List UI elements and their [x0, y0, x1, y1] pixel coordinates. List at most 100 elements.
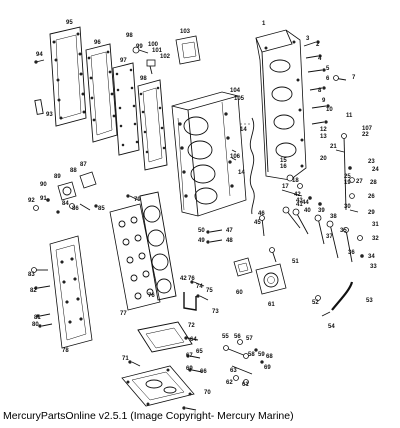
linkage-parts[interactable]	[281, 133, 359, 213]
bolts-2-13[interactable]	[303, 40, 347, 125]
callout-18: 18	[292, 178, 299, 184]
cylinder-head-gasket-95[interactable]	[49, 26, 87, 127]
callout-93: 93	[46, 112, 53, 118]
callout-105: 105	[234, 96, 245, 102]
callout-104: 104	[230, 88, 241, 94]
callout-79: 79	[134, 197, 141, 203]
gasket-plate-64[interactable]	[137, 321, 193, 353]
callout-40: 40	[304, 208, 311, 214]
callout-15: 15	[280, 158, 287, 164]
callout-39: 39	[318, 208, 325, 214]
cover-plate-96[interactable]	[85, 43, 118, 143]
callout-78: 78	[62, 348, 69, 354]
connecting-rods[interactable]	[282, 206, 364, 263]
callout-76b: 76	[188, 276, 195, 282]
sensor-82-83[interactable]	[31, 267, 51, 290]
callout-16: 16	[280, 164, 287, 170]
bolts-47-49[interactable]	[206, 229, 223, 244]
callout-56: 56	[234, 334, 241, 340]
callout-8: 8	[318, 88, 322, 94]
callout-80: 80	[32, 322, 39, 328]
cylinder-head-77[interactable]	[109, 203, 161, 311]
bracket-72[interactable]	[183, 292, 197, 311]
copyright-caption: MercuryPartsOnline v2.5.1 (Image Copyrig…	[3, 410, 294, 422]
crankcase-cover[interactable]	[255, 29, 307, 181]
callout-17: 17	[282, 184, 289, 190]
callout-101: 101	[152, 48, 163, 54]
callout-71: 71	[122, 356, 129, 362]
dowel-pins-106[interactable]	[231, 149, 237, 161]
housing-61[interactable]	[255, 263, 287, 295]
callout-25: 25	[344, 174, 351, 180]
cylinder-block[interactable]	[171, 91, 247, 217]
screws-80-81[interactable]	[36, 313, 53, 328]
callout-85: 85	[98, 206, 105, 212]
callout-6: 6	[326, 76, 330, 82]
plate-98[interactable]	[137, 79, 168, 171]
callout-57: 57	[246, 336, 253, 342]
callout-91: 91	[40, 196, 47, 202]
callout-44: 44	[302, 200, 309, 206]
callout-52: 52	[312, 300, 319, 306]
gasket-97[interactable]	[112, 62, 140, 156]
pin-59[interactable]	[269, 247, 277, 263]
callout-49: 49	[198, 238, 205, 244]
callout-95: 95	[66, 20, 73, 26]
callout-36: 36	[348, 250, 355, 256]
callout-12: 12	[320, 127, 327, 133]
callout-90: 90	[40, 182, 47, 188]
callout-7: 7	[352, 75, 356, 81]
callout-11: 11	[346, 113, 353, 119]
adapter-plate-70[interactable]	[121, 365, 195, 407]
module-103[interactable]	[175, 35, 201, 65]
callout-97: 97	[120, 58, 127, 64]
callout-59: 59	[258, 352, 265, 358]
callout-33: 33	[370, 264, 377, 270]
thermostat-housing[interactable]	[33, 171, 98, 214]
bolt-94[interactable]	[34, 59, 45, 64]
callout-5: 5	[326, 66, 330, 72]
callout-67: 67	[186, 353, 193, 359]
linkage-55-63[interactable]	[223, 339, 264, 385]
callout-69b: 69	[186, 366, 193, 372]
callout-43: 43	[296, 198, 303, 204]
callout-34: 34	[368, 254, 375, 260]
callout-98: 98	[126, 33, 133, 39]
callout-35: 35	[340, 228, 347, 234]
screws-73-75[interactable]	[190, 280, 209, 301]
callout-37: 37	[326, 234, 333, 240]
cover-plate-78[interactable]	[49, 235, 93, 349]
callout-74: 74	[196, 284, 203, 290]
callout-103: 103	[180, 29, 191, 35]
callout-77: 77	[120, 311, 127, 317]
callout-76: 76	[148, 293, 155, 299]
callout-99: 99	[136, 44, 143, 50]
callout-70: 70	[204, 390, 211, 396]
small-shim-93[interactable]	[34, 99, 44, 115]
screw-79[interactable]	[126, 194, 139, 201]
cover-60[interactable]	[233, 257, 253, 277]
clamp-52[interactable]	[315, 295, 321, 301]
head-gasket-76[interactable]	[139, 191, 177, 301]
bolts-66-69[interactable]	[128, 336, 203, 411]
callout-14: 14	[240, 127, 247, 133]
callout-labels: 1 2 3 4 5 6 7 8 9 10 11 12 13 14 14 15 1…	[28, 20, 379, 396]
callout-53: 53	[366, 298, 373, 304]
fitting-54[interactable]	[321, 311, 331, 317]
callout-83: 83	[28, 272, 35, 278]
callout-28: 28	[370, 180, 377, 186]
stud-46-48[interactable]	[259, 215, 265, 237]
callout-98b: 98	[140, 76, 147, 82]
callout-84: 84	[62, 201, 69, 207]
callout-13: 13	[320, 134, 327, 140]
callout-62: 62	[226, 380, 233, 386]
callout-50: 50	[198, 228, 205, 234]
callout-92: 92	[28, 198, 35, 204]
callout-64: 64	[190, 337, 197, 343]
callout-24: 24	[372, 167, 379, 173]
callout-82: 82	[30, 288, 37, 294]
callout-41: 41	[296, 202, 303, 208]
hose-53[interactable]	[331, 281, 354, 311]
seal-strip-45[interactable]	[249, 117, 255, 215]
fitting-99-102[interactable]	[132, 46, 156, 75]
